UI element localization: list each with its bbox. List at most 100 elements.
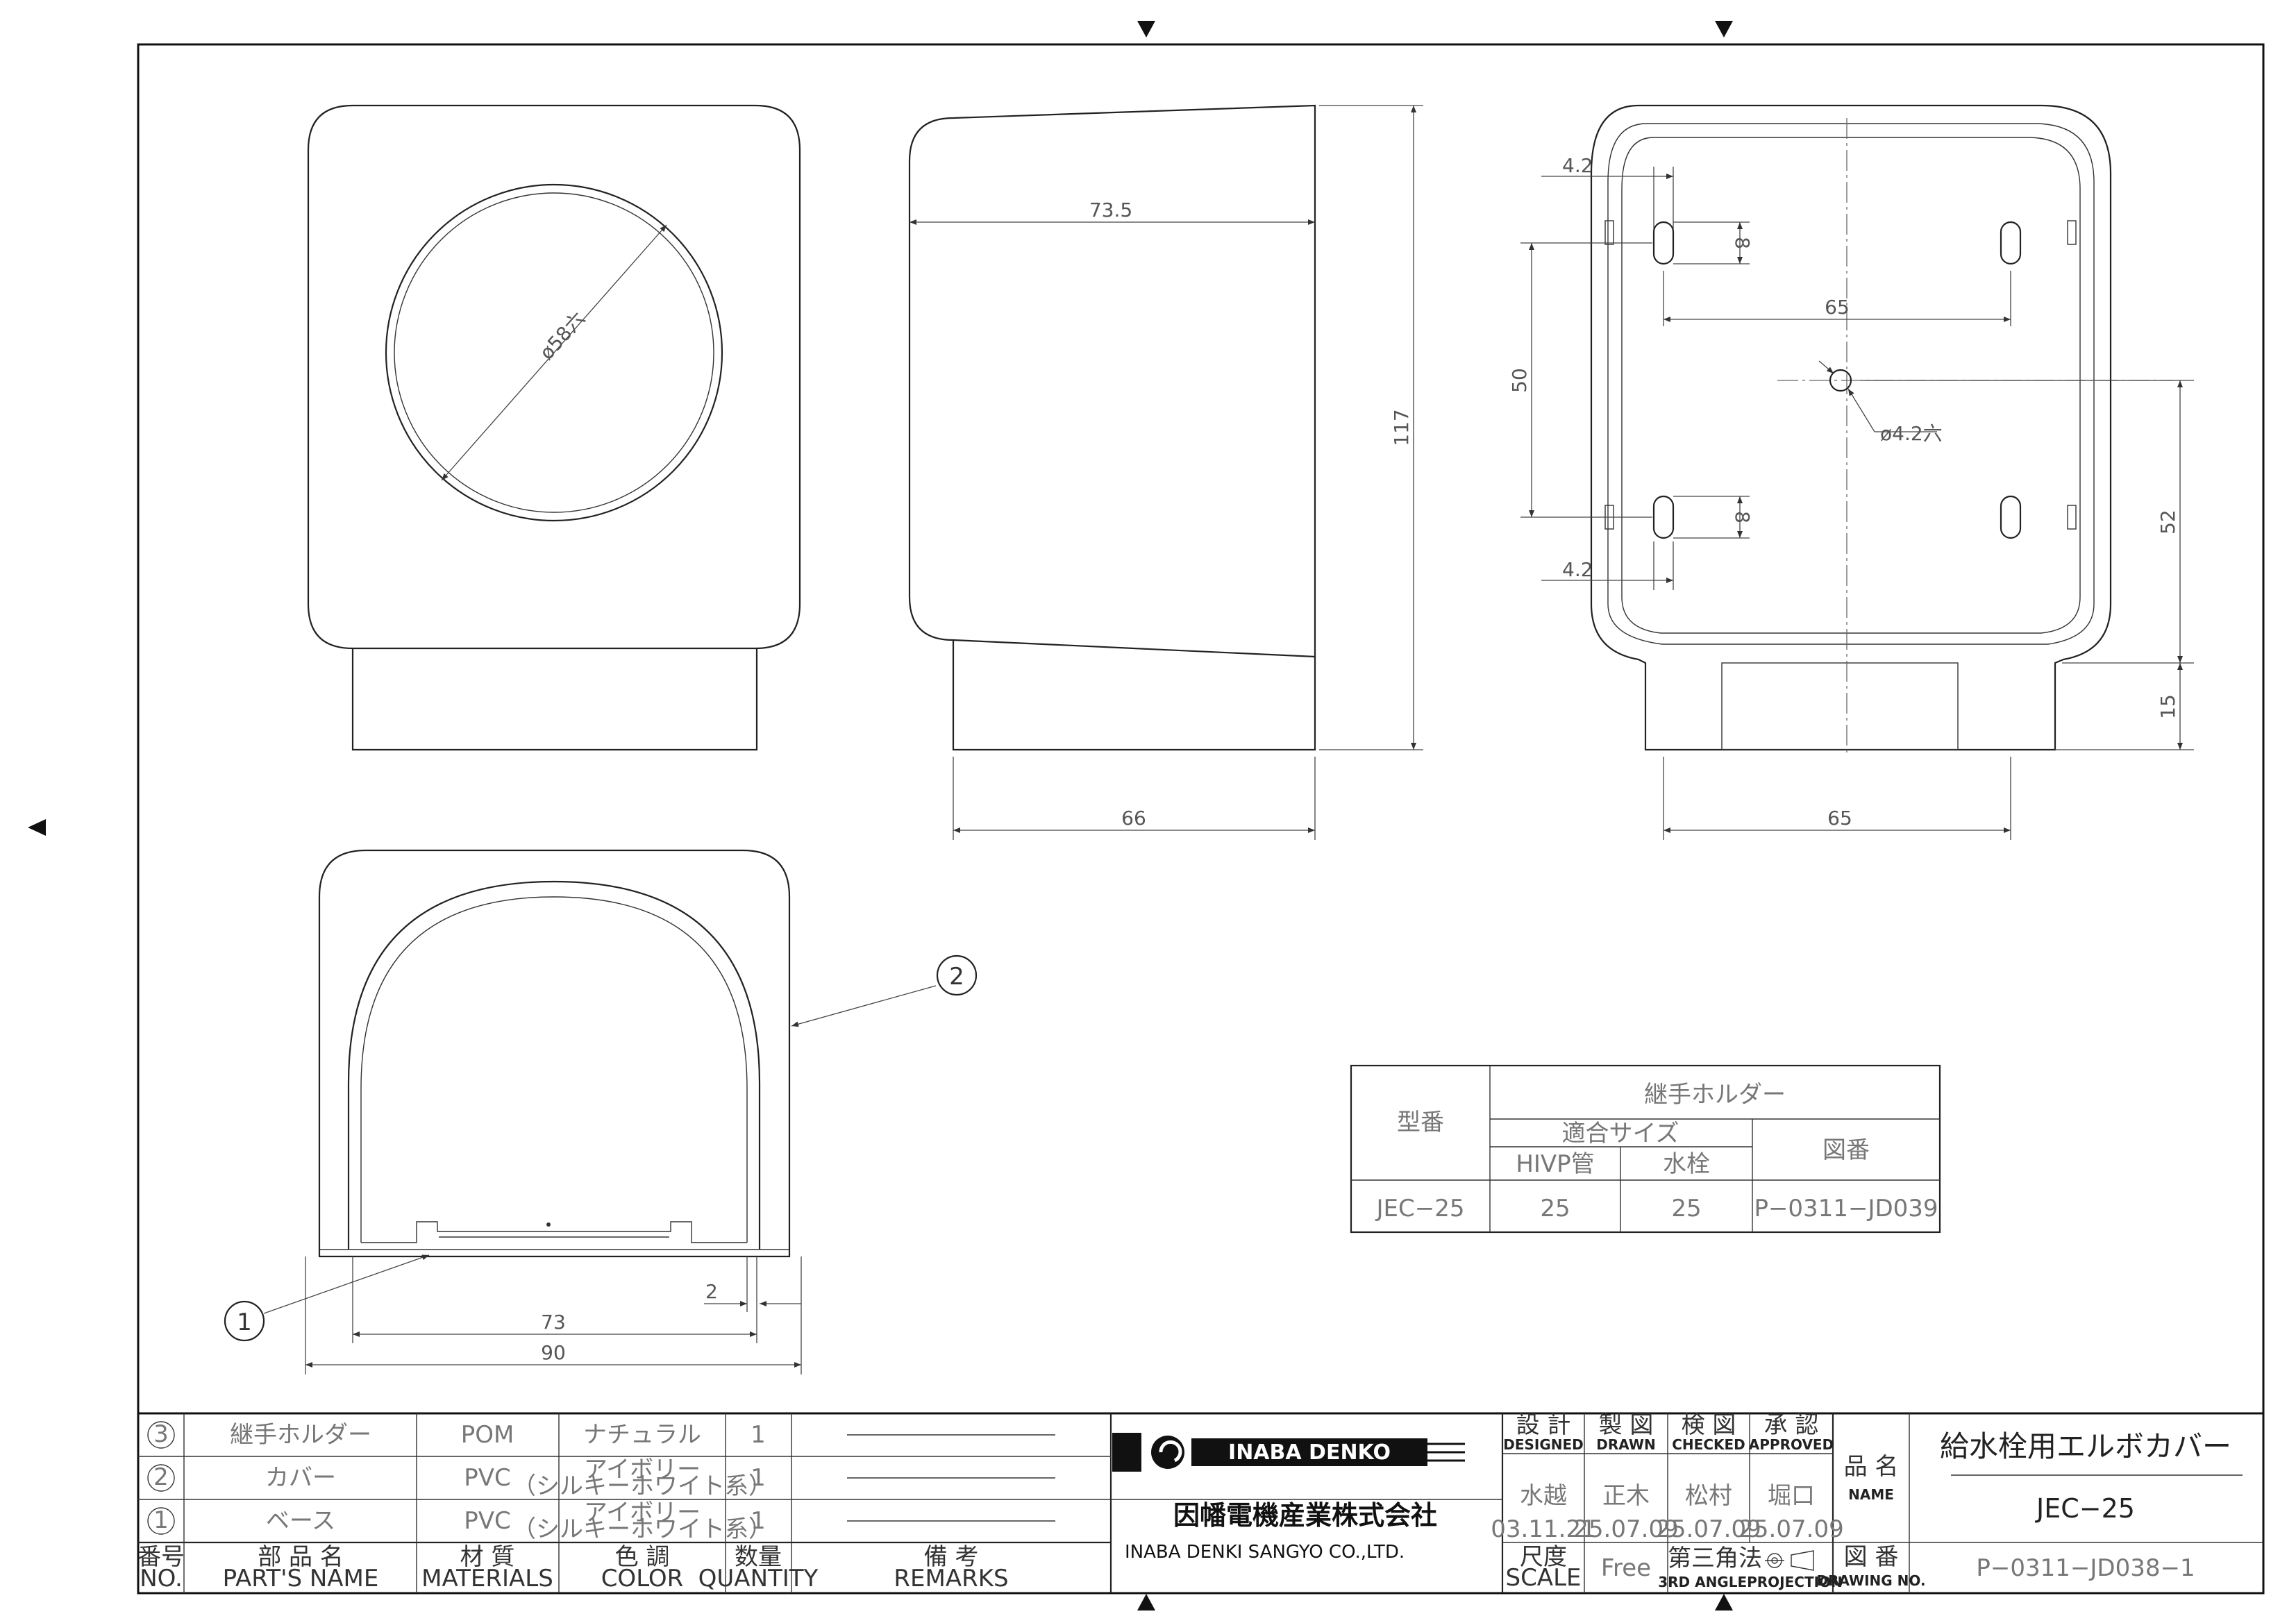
front-view: ø58六 [307,104,801,751]
slot-bottom-right [2000,495,2022,539]
dim-65-top: 65 [1825,296,1850,319]
parts-row-3-qty: 1 [751,1421,766,1449]
checked-label-jp: 検 図 [1682,1411,1736,1439]
parts-row-1: 1 ベース PVC アイボリー （シルキーホワイト系） 1 [147,1499,772,1543]
center-mark-bottom-left [1137,1594,1155,1611]
name-label-jp: 品 名 [1844,1453,1899,1481]
dim-8-bottom: 8 [1731,511,1754,523]
parts-row-3-no: 3 [153,1420,169,1448]
drawn-label-en: DRAWN [1596,1436,1655,1453]
parts-row-2: 2 カバー PVC アイボリー （シルキーホワイト系） 1 [147,1456,772,1500]
header-color-jp: 色 調 [615,1543,670,1571]
balloon-1 [224,1300,265,1342]
dim-8-top: 8 [1731,237,1754,249]
parts-row-2-name: カバー [265,1464,336,1492]
dim-15: 15 [2156,694,2179,719]
header-color-en: COLOR [601,1565,684,1592]
center-mark-bottom-right [1715,1594,1733,1611]
parts-row-2-no: 2 [153,1463,169,1491]
side-view: 73.5 117 66 [908,104,1423,840]
dim-66: 66 [1121,807,1146,830]
spec-faucet-header: 水栓 [1663,1150,1710,1178]
parts-row-3-color: ナチュラル [583,1421,701,1449]
parts-row-1-material: PVC [464,1507,511,1535]
parts-row-3-material: POM [461,1421,514,1449]
designed-label-jp: 設 計 [1516,1411,1571,1439]
slot-top-left [1652,221,1675,265]
projection-label-en: 3RD ANGLEPROJECTION [1658,1574,1843,1590]
company-brand: INABA DENKO [1228,1440,1391,1465]
drawing-no-label-jp: 図 番 [1844,1543,1899,1571]
drawing-number: P−0311−JD038−1 [1976,1554,2195,1582]
header-material-jp: 材 質 [460,1543,515,1571]
spec-fit-size-header: 適合サイズ [1562,1120,1679,1147]
balloon-2-label: 2 [949,963,964,991]
company-block: INABA DENKO 因幡電機産業株式会社 INABA DENKI SANGY… [1111,1433,1502,1563]
parts-list: 3 継手ホルダー POM ナチュラル 1 2 カバー PVC アイボリー （シル… [137,1413,1111,1593]
parts-row-1-qty: 1 [751,1507,766,1535]
approved-name: 堀口 [1768,1482,1815,1510]
slot-top-right [2000,221,2022,265]
parts-row-3: 3 継手ホルダー POM ナチュラル 1 [147,1420,766,1449]
dim-phi-4-2: ø4.2六 [1880,422,1943,445]
header-remarks-en: REMARKS [894,1565,1008,1592]
header-name-jp: 部 品 名 [258,1543,344,1571]
parts-row-2-color: アイボリー [584,1456,701,1483]
name-block: 品 名 NAME 給水栓用エルボカバー JEC−25 図 番 DRAWING N… [1816,1413,2263,1593]
spec-drawing-no-header: 図番 [1822,1136,1870,1164]
parts-row-2-material: PVC [464,1464,511,1492]
drawn-label-jp: 製 図 [1599,1411,1654,1439]
dim-73-5: 73.5 [1089,199,1132,221]
drawing-no-label-en: DRAWING NO. [1816,1572,1925,1589]
scale-value: Free [1601,1554,1651,1582]
checked-name: 松村 [1685,1482,1732,1510]
header-material-en: MATERIALS [421,1565,553,1592]
parts-list-headers: 番号 NO. 部 品 名 PART'S NAME 材 質 MATERIALS 色… [137,1543,1009,1592]
header-name-en: PART'S NAME [223,1565,379,1592]
header-qty-jp: 数量 [735,1543,782,1571]
parts-row-3-name: 継手ホルダー [230,1421,371,1449]
scale-label-jp: 尺度 [1520,1543,1567,1571]
header-remarks-jp: 備 考 [924,1543,979,1571]
parts-row-1-color: アイボリー [584,1499,701,1527]
dim-117: 117 [1390,409,1413,446]
company-name-jp: 因幡電機産業株式会社 [1173,1500,1437,1531]
parts-row-1-name: ベース [266,1507,335,1535]
header-no-en: NO. [140,1565,183,1592]
dim-65-bottom: 65 [1827,807,1852,830]
title-block: 3 継手ホルダー POM ナチュラル 1 2 カバー PVC アイボリー （シル… [137,1411,2263,1593]
header-qty-en: QUANTITY [698,1565,819,1592]
designed-label-en: DESIGNED [1503,1436,1584,1453]
spec-group-header: 継手ホルダー [1644,1081,1786,1109]
bottom-view: 90 73 2 2 1 [224,849,978,1374]
product-code: JEC−25 [2035,1493,2135,1524]
product-name: 給水栓用エルボカバー [1940,1429,2231,1463]
designed-date: 03.11.21 [1491,1515,1595,1543]
designed-name: 水越 [1520,1482,1567,1510]
drawing-border [137,43,2265,1595]
approved-date: 25.07.09 [1738,1515,1843,1543]
approved-label-jp: 承 認 [1764,1411,1819,1439]
balloon-1-label: 1 [237,1309,252,1336]
scale-label-en: SCALE [1505,1564,1581,1592]
drawn-date: 25.07.09 [1573,1515,1678,1543]
name-label-en: NAME [1848,1486,1894,1503]
dim-73: 73 [541,1311,566,1334]
header-no-jp: 番号 [137,1543,185,1571]
spec-row-faucet: 25 [1671,1195,1701,1222]
center-mark-left [28,819,46,836]
spec-model-header: 型番 [1397,1109,1444,1136]
slot-bottom-left [1652,495,1675,539]
balloon-2 [936,955,978,996]
spec-row-model: JEC−25 [1375,1195,1464,1222]
spec-hivp-header: HIVP管 [1516,1150,1594,1178]
checked-date: 25.07.09 [1656,1515,1761,1543]
parts-row-2-qty: 1 [751,1464,766,1492]
parts-row-1-no: 1 [153,1506,169,1534]
company-name-en: INABA DENKI SANGYO CO.,LTD. [1125,1542,1405,1563]
dim-4-2-top: 4.2 [1562,154,1593,177]
spec-table: 型番 継手ホルダー 適合サイズ HIVP管 水栓 図番 JEC−25 25 25… [1350,1064,1941,1234]
parts-row-1-color-note: （シルキーホワイト系） [512,1515,772,1543]
spec-row-hivp: 25 [1540,1195,1570,1222]
